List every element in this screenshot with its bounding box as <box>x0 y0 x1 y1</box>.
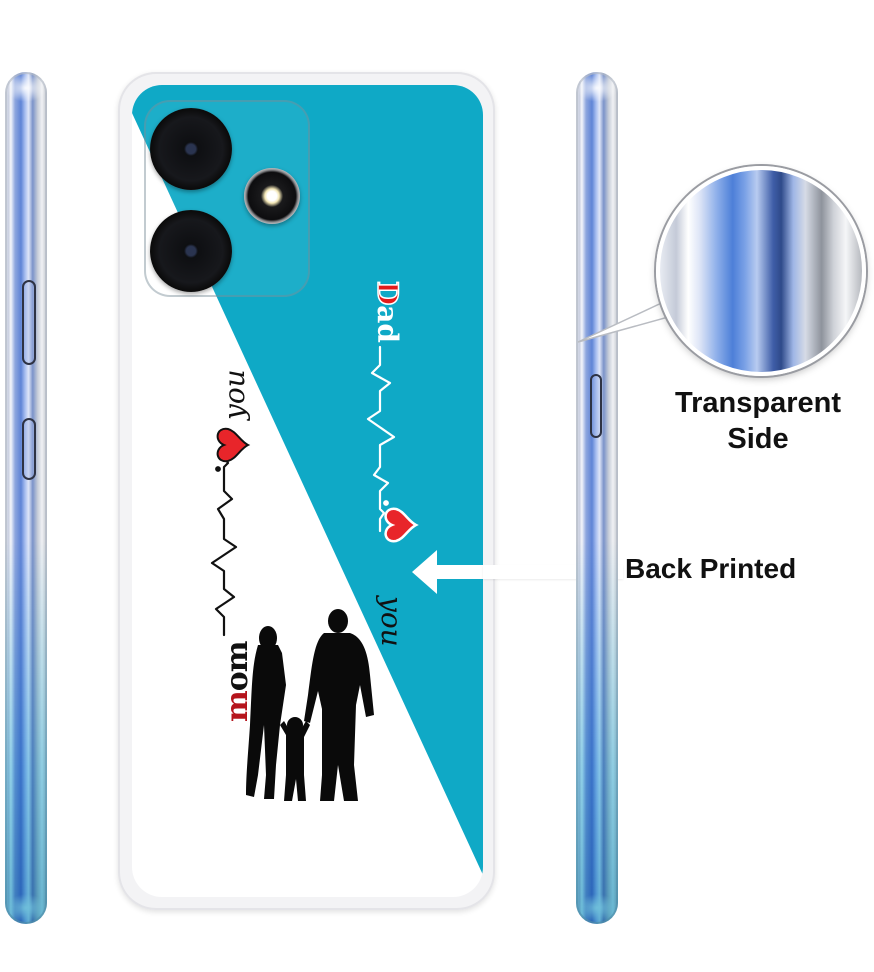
flash-icon <box>244 168 300 224</box>
camera-lens-icon <box>150 108 232 190</box>
back-printed-label: Back Printed <box>625 553 797 584</box>
mom-first-letter: m <box>220 691 255 722</box>
side-button-cutout <box>590 374 602 438</box>
family-silhouette <box>246 609 374 801</box>
dad-text: Dad <box>370 280 405 344</box>
camera-lens-icon <box>150 210 232 292</box>
side-cap-bottom <box>576 894 618 922</box>
camera-cutout <box>144 100 310 297</box>
volume-button-cutout <box>22 280 36 365</box>
side-cap-top <box>576 74 618 102</box>
mom-heartbeat-line <box>210 439 238 637</box>
case-side-view-right <box>576 72 618 924</box>
side-cap-top <box>5 74 47 102</box>
power-button-cutout <box>22 418 36 480</box>
transparent-side-zoom-circle <box>656 166 866 376</box>
dad-heartbeat-line <box>366 345 396 533</box>
label-line-1: Transparent <box>675 387 841 419</box>
transparent-side-label: Transparent Side <box>640 385 874 457</box>
arrow-left-icon <box>412 550 483 594</box>
mom-you-text: you <box>218 369 251 420</box>
heart-icon <box>216 427 251 463</box>
dad-first-letter: D <box>370 280 405 306</box>
label-line-2: Side <box>727 423 789 455</box>
heart-icon <box>384 507 419 543</box>
dad-rest-letters: ad <box>371 305 404 344</box>
side-cap-bottom <box>5 894 47 922</box>
dad-you-text: you <box>375 596 408 647</box>
case-side-view-left <box>5 72 47 924</box>
mom-rest-letters: om <box>220 641 255 692</box>
mom-text: mom <box>220 641 255 722</box>
print-background <box>132 85 483 875</box>
